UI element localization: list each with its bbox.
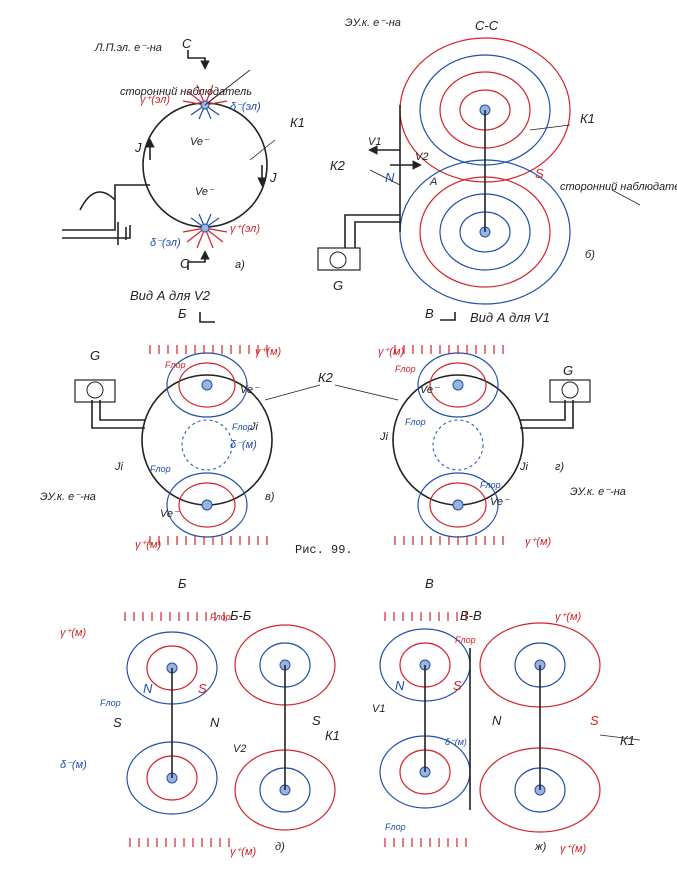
v1-label-zh: V1 <box>372 703 385 715</box>
velocity-bottom-a: Ve⁻ <box>195 186 215 198</box>
gamma-plus-v-top: γ⁺(м) <box>255 346 282 358</box>
force-g-top: Fлор <box>395 364 416 374</box>
section-b-top: Б <box>178 306 187 321</box>
force-zh-top: Fлор <box>455 635 476 645</box>
electron-bottom-burst <box>182 213 228 249</box>
current-ji-g: Ji <box>379 431 389 443</box>
ring-g <box>392 374 524 506</box>
eu-label-v: ЭУ.к. е⁻-на <box>40 491 96 503</box>
panel-g-label: г) <box>555 461 564 473</box>
gamma-plus-d-bottom: γ⁺(м) <box>230 846 257 858</box>
force-v-mid: Fлор <box>232 422 253 432</box>
panel-v-label: в) <box>265 491 275 503</box>
gamma-minus-d: δ⁻(м) <box>60 759 87 771</box>
section-c-top: С <box>182 36 192 51</box>
field-arrow-rows <box>124 345 504 847</box>
pole-s-d-right: S <box>312 713 321 728</box>
gamma-plus-bottom-a: γ⁺(эл) <box>230 223 260 235</box>
panel-a: сторонний наблюдатель Л.П.эл. е⁻-на К1 С… <box>62 36 305 271</box>
velocity-v-bottom: Ve⁻ <box>160 508 180 520</box>
gamma-minus-zh: δ⁻(м) <box>445 737 467 747</box>
pole-s-d-mid: S <box>113 715 122 730</box>
v2-label-d: V2 <box>233 743 246 755</box>
pole-s-b: S <box>535 166 544 181</box>
meter-g-v: G <box>90 348 100 363</box>
title-view-a-v1: Вид А для V1 <box>470 310 550 325</box>
force-g-bottom: Fлор <box>480 480 501 490</box>
eu-label-g: ЭУ.к. е⁻-на <box>570 486 626 498</box>
ring-k1-label-d: К1 <box>325 728 340 743</box>
ring-k2-label-b: К2 <box>330 158 346 173</box>
panel-b: С-С ЭУ.к. е⁻-на К1 К2 N S V1 V2 А G стор… <box>317 17 677 305</box>
gamma-minus-v: δ⁻(м) <box>230 439 257 451</box>
section-c-bottom: С <box>180 256 190 271</box>
pole-n-b: N <box>385 170 395 185</box>
current-ji-v-left: Ji <box>114 461 124 473</box>
v2-label-b: V2 <box>415 151 428 163</box>
force-d-mid: Fлор <box>100 698 121 708</box>
observer-label-a: сторонний наблюдатель <box>120 86 252 98</box>
force-v-top: Fлор <box>165 360 186 370</box>
panel-a-label: а) <box>235 259 245 271</box>
ring-k2-label-vg: К2 <box>318 370 334 385</box>
gamma-plus-g-bottom: γ⁺(м) <box>525 536 552 548</box>
section-v-top: В <box>425 306 434 321</box>
meter-g-b: G <box>333 278 343 293</box>
observer-label-b: сторонний наблюдатель <box>560 181 677 193</box>
ring-k1-label-b: К1 <box>580 111 595 126</box>
title-c-c: С-С <box>475 18 499 33</box>
section-v-bottom: В <box>425 576 434 591</box>
gamma-plus-top-a: γ⁺(эл) <box>140 94 170 106</box>
velocity-top-a: Ve⁻ <box>190 136 210 148</box>
panel-d: Б-Б К1 N S S N S Fлор Fлор V2 γ⁺(м) γ⁺(м… <box>60 608 340 858</box>
section-b-bottom: Б <box>178 576 187 591</box>
gamma-minus-top-a: δ⁻(эл) <box>230 101 261 113</box>
panel-b-label: б) <box>585 249 595 261</box>
pole-s-d-top: S <box>198 681 207 696</box>
meter-g-g: G <box>563 363 573 378</box>
force-v-bottom: Fлор <box>150 464 171 474</box>
panel-g: Вид А для V1 В В G Fлор Fлор Fлор Ji Ji … <box>378 306 626 591</box>
title-v-v: В-В <box>460 608 482 623</box>
v1-label-b: V1 <box>368 136 381 148</box>
gamma-plus-zh-bottom: γ⁺(м) <box>560 843 587 855</box>
eu-label-b: ЭУ.к. е⁻-на <box>345 17 401 29</box>
current-j-left: J <box>134 140 142 155</box>
pole-n-d-top: N <box>143 681 153 696</box>
figure-caption: Рис. 99. <box>295 543 353 557</box>
gamma-plus-g-top: γ⁺(м) <box>378 346 405 358</box>
panel-d-label: д) <box>275 841 285 853</box>
force-d: Fлор <box>210 612 231 622</box>
current-ji-g-right: Ji <box>519 461 529 473</box>
panel-zh-label: ж) <box>534 841 547 853</box>
ring-k1-a <box>142 102 268 228</box>
title-view-a-v2: Вид А для V2 <box>130 288 211 303</box>
pole-n-d-mid: N <box>210 715 220 730</box>
velocity-v-top: Ve⁻ <box>240 384 260 396</box>
ring-k1-label-a: К1 <box>290 115 305 130</box>
panel-zh: В-В К1 N S N S Fлор Fлор V1 γ⁺(м) γ⁺(м) … <box>372 608 641 855</box>
current-j-right: J <box>269 170 277 185</box>
pole-s-zh-top: S <box>453 678 462 693</box>
view-a-label: А <box>429 176 437 188</box>
force-g-mid: Fлор <box>405 417 426 427</box>
title-b-b: Б-Б <box>230 608 252 623</box>
ring-k1-label-zh: К1 <box>620 733 635 748</box>
gamma-plus-d: γ⁺(м) <box>60 627 87 639</box>
gamma-plus-v-bottom: γ⁺(м) <box>135 539 162 551</box>
velocity-g-top: Ve⁻ <box>420 384 440 396</box>
panel-v: Вид А для V2 Б Б G Fлор Fлор Fлор Ji Ji … <box>40 288 282 591</box>
pole-n-zh-top: N <box>395 678 405 693</box>
field-lines-label: Л.П.эл. е⁻-на <box>94 42 162 54</box>
force-zh-bottom: Fлор <box>385 822 406 832</box>
gamma-minus-bottom-a: δ⁻(эл) <box>150 237 181 249</box>
velocity-g-bottom: Ve⁻ <box>490 496 510 508</box>
pole-s-zh-right: S <box>590 713 599 728</box>
pole-n-zh-mid: N <box>492 713 502 728</box>
current-ji-v: Ji <box>249 421 259 433</box>
gamma-plus-zh: γ⁺(м) <box>555 611 582 623</box>
